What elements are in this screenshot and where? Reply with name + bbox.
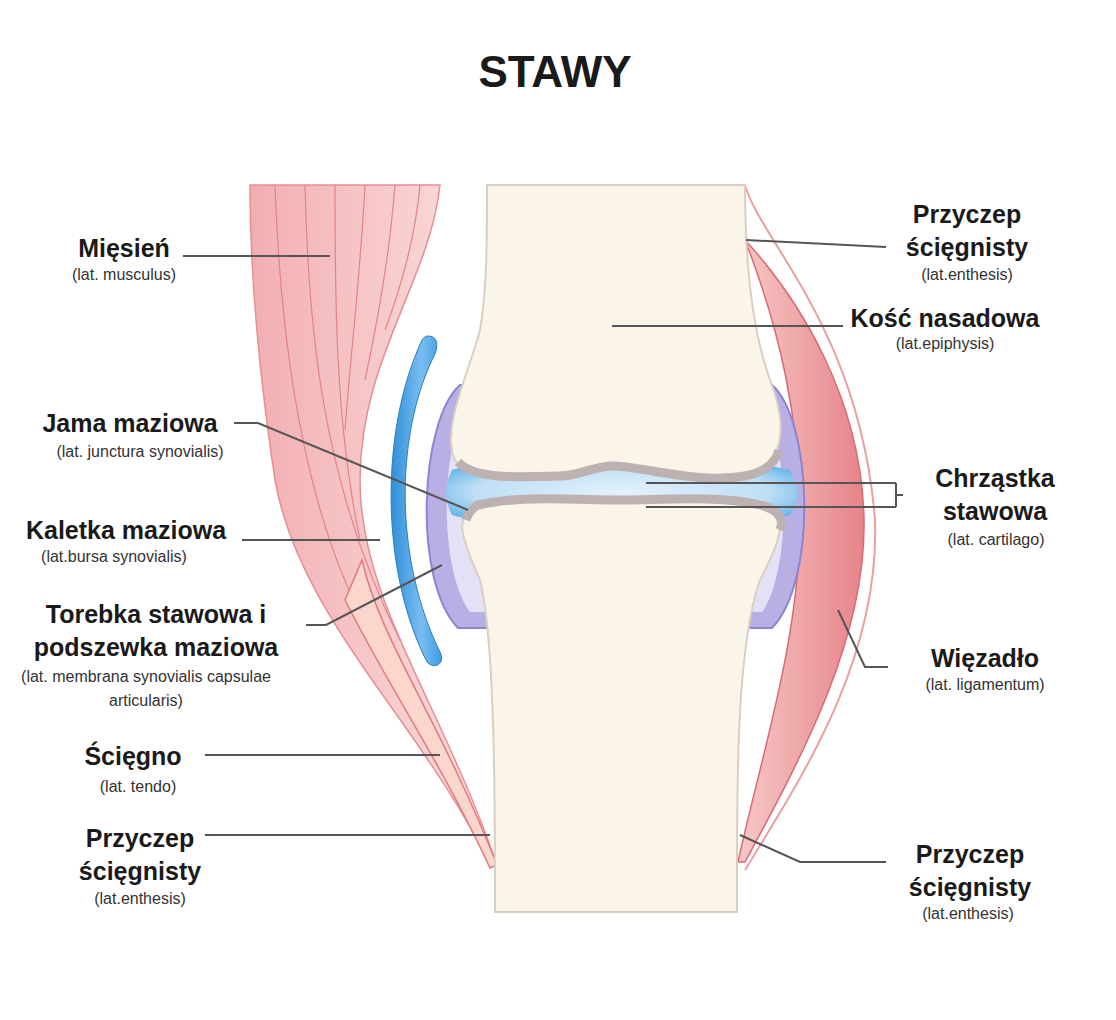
part-name: Więzadło — [885, 642, 1085, 675]
part-name: Przyczep ścięgnisty — [877, 198, 1057, 263]
title: STAWY — [355, 46, 755, 99]
lower-cartilage — [466, 499, 781, 530]
latin-name: (lat.enthesis) — [868, 902, 1068, 926]
part-name: Torebka stawowa i podszewka maziowa — [6, 598, 306, 663]
part-name: Przyczep ścięgnisty — [50, 822, 230, 887]
part-name: Ścięgno — [33, 740, 233, 773]
lower-bone — [462, 499, 779, 912]
part-name: Przyczep ścięgnisty — [880, 838, 1060, 903]
latin-name: (lat. ligamentum) — [885, 673, 1085, 697]
part-name: Kaletka maziowa — [6, 514, 246, 547]
part-name: Mięsień — [4, 232, 244, 265]
part-name: Kość nasadowa — [795, 302, 1095, 335]
latin-name: (lat. membrana synovialis capsulae artic… — [21, 665, 271, 713]
part-name: Jama maziowa — [20, 407, 240, 440]
latin-name: (lat.enthesis) — [867, 263, 1067, 287]
synovial-bursa — [391, 336, 442, 666]
latin-name: (lat. cartilago) — [896, 528, 1096, 552]
latin-name: (lat.epiphysis) — [825, 332, 1065, 356]
upper-bone — [451, 185, 781, 478]
latin-name: (lat.bursa synovialis) — [4, 545, 224, 569]
latin-name: (lat. musculus) — [4, 263, 244, 287]
part-name: Chrząstka stawowa — [905, 462, 1085, 527]
latin-name: (lat. tendo) — [38, 775, 238, 799]
leader-lines — [183, 240, 903, 862]
latin-name: (lat. junctura synovialis) — [20, 440, 260, 464]
latin-name: (lat.enthesis) — [40, 887, 240, 911]
upper-cartilage — [458, 450, 779, 478]
